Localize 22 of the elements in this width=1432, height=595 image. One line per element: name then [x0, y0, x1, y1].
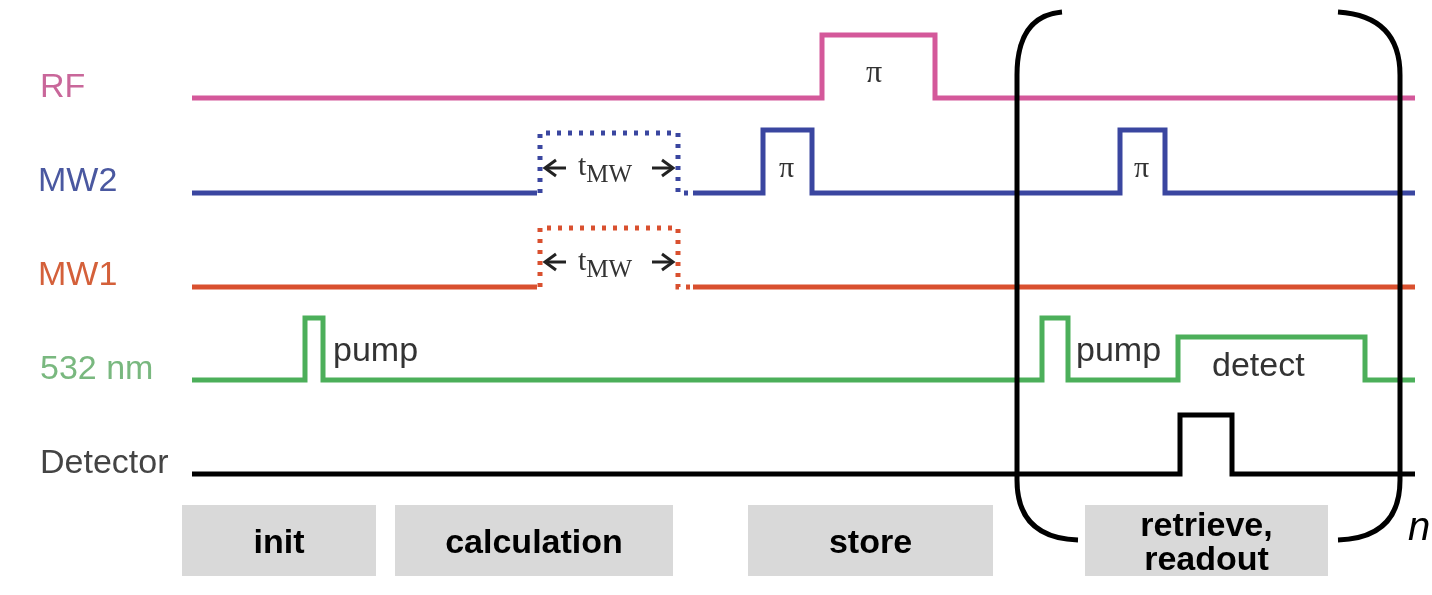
pulse-label: pump — [333, 332, 419, 366]
pulse-label: π — [1134, 152, 1150, 182]
phase-label: calculation — [445, 523, 623, 558]
phase-block — [748, 505, 993, 576]
phase-block — [182, 505, 376, 576]
phase-block — [395, 505, 673, 576]
phase-label: store — [828, 523, 913, 558]
pulse-label: detect — [1212, 347, 1305, 381]
repeat-count-label: n — [1408, 506, 1431, 546]
pulse-label: π — [866, 55, 883, 87]
channel-label: RF — [40, 68, 86, 102]
phase-label: retrieve, readout — [1139, 506, 1274, 575]
duration-label: t$_{MW}$ — [578, 150, 633, 186]
phase-block — [1085, 505, 1328, 576]
duration-label: t$_{MW}$ — [578, 245, 633, 281]
channel-label: Detector — [40, 444, 169, 478]
channel-label: MW1 — [38, 256, 118, 290]
pulse-label: π — [779, 152, 795, 182]
pulse-label: pump — [1076, 332, 1162, 366]
phase-label: init — [253, 523, 305, 558]
channel-label: 532 nm — [40, 350, 154, 384]
channel-label: MW2 — [38, 162, 118, 196]
